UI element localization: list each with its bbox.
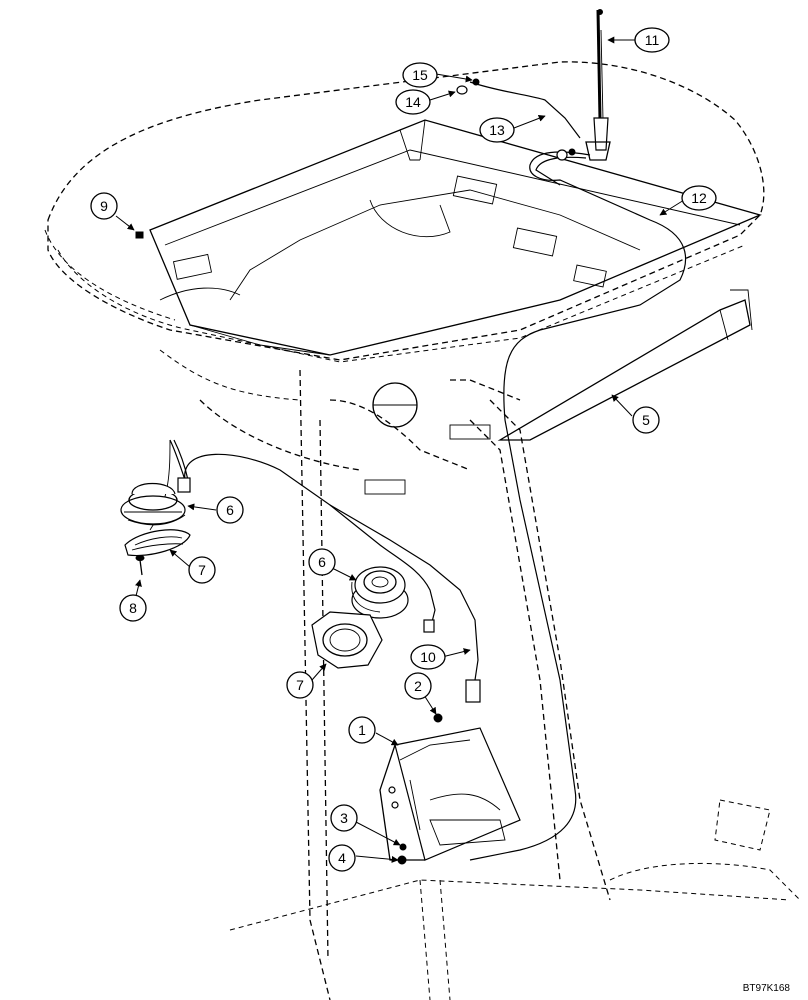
svg-text:11: 11 [645, 32, 660, 48]
svg-text:9: 9 [100, 198, 108, 214]
callout-8: 8 [119, 594, 147, 622]
left-speaker-grille [124, 529, 191, 557]
dome-light [364, 382, 491, 495]
headliner-panel [149, 119, 762, 356]
right-speaker-grille [311, 611, 383, 669]
svg-text:6: 6 [226, 502, 234, 518]
svg-text:3: 3 [340, 810, 348, 826]
svg-text:4: 4 [338, 850, 346, 866]
roof-side-beam [497, 289, 753, 441]
drawing-reference-code: BT97K168 [742, 983, 790, 994]
svg-text:1: 1 [358, 722, 366, 738]
svg-text:15: 15 [412, 67, 428, 83]
svg-text:5: 5 [642, 412, 650, 428]
callout-5: 5 [632, 406, 660, 434]
callout-9: 9 [90, 192, 118, 220]
callout-leaders [115, 36, 685, 863]
left-speaker [120, 483, 186, 526]
antenna-lead-wire [456, 78, 581, 161]
callout-3: 3 [330, 804, 358, 832]
callout-10: 10 [410, 644, 446, 670]
callout-12: 12 [681, 185, 717, 211]
callout-14: 14 [395, 89, 431, 115]
left-screw [135, 555, 145, 576]
svg-text:14: 14 [405, 94, 421, 110]
radio-mounting-bracket [379, 727, 521, 861]
callout-1: 1 [348, 716, 376, 744]
callout-15: 15 [402, 62, 438, 88]
callout-11: 11 [634, 27, 670, 53]
callout-6-right: 6 [308, 548, 336, 576]
callout-7-left: 7 [188, 556, 216, 584]
antenna-cable [469, 151, 687, 861]
nut-and-washer [397, 843, 407, 865]
svg-text:8: 8 [129, 600, 137, 616]
svg-text:7: 7 [198, 562, 206, 578]
antenna [585, 9, 611, 161]
upper-screw [135, 231, 144, 239]
svg-text:6: 6 [318, 554, 326, 570]
svg-text:10: 10 [420, 649, 436, 665]
svg-text:7: 7 [296, 677, 304, 693]
right-speaker [351, 566, 409, 619]
cab-pillar-frame [159, 349, 801, 1000]
svg-text:2: 2 [414, 678, 422, 694]
callout-13: 13 [479, 117, 515, 143]
bracket-screw [433, 713, 443, 723]
callout-6-left: 6 [216, 496, 244, 524]
svg-text:12: 12 [691, 190, 707, 206]
callout-2: 2 [404, 672, 432, 700]
callout-7-right: 7 [286, 671, 314, 699]
callout-4: 4 [328, 844, 356, 872]
cab-roof-outline [44, 61, 765, 363]
svg-text:13: 13 [489, 122, 505, 138]
